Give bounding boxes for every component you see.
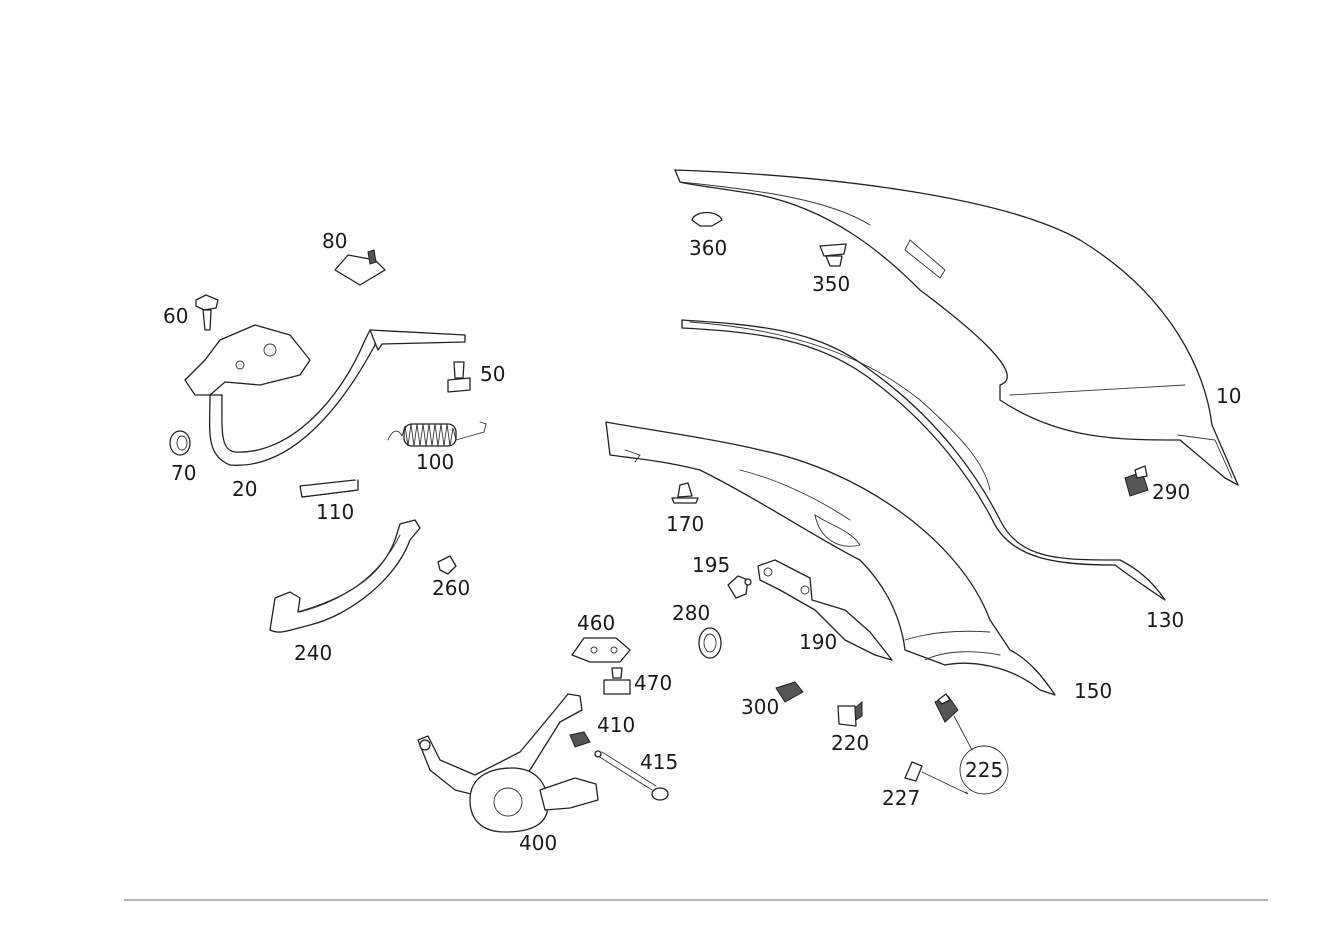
part-360-clip: [691, 211, 723, 227]
callout-195: 195: [692, 553, 730, 577]
part-80-bracket: [334, 249, 386, 286]
part-100-spring: [387, 421, 487, 447]
callout-60: 60: [163, 304, 188, 328]
part-150-inner-panel: [605, 421, 1056, 696]
callout-290: 290: [1152, 480, 1190, 504]
callout-70: 70: [171, 461, 196, 485]
part-400-drive-unit: [417, 693, 599, 833]
callout-350: 350: [812, 272, 850, 296]
part-220-connector: [837, 700, 863, 727]
part-280-grommet: [698, 627, 722, 659]
callout-360: 360: [689, 236, 727, 260]
part-190-reinforcement: [757, 559, 893, 661]
callout-220: 220: [831, 731, 869, 755]
callout-130: 130: [1146, 608, 1184, 632]
part-410-connector: [569, 731, 591, 748]
part-20-hinge: [184, 324, 466, 466]
callout-470: 470: [634, 671, 672, 695]
part-60-bolt: [195, 294, 219, 331]
part-10-lid-panel: [674, 169, 1239, 486]
callout-227: 227: [882, 786, 920, 810]
part-240-hinge-arm: [269, 519, 421, 633]
callout-150: 150: [1074, 679, 1112, 703]
callout-80: 80: [322, 229, 347, 253]
part-350-buffer: [819, 243, 847, 267]
callout-50: 50: [480, 362, 505, 386]
callout-225: 225: [965, 758, 1003, 782]
part-130-seal: [681, 319, 1166, 601]
part-110-pad: [299, 479, 359, 498]
part-50-bolt: [447, 361, 471, 393]
part-290-bracket: [1124, 465, 1149, 497]
part-460-plate: [571, 637, 631, 663]
callout-110: 110: [316, 500, 354, 524]
callout-190: 190: [799, 630, 837, 654]
part-225-sensor: [934, 693, 1009, 795]
callout-20: 20: [232, 477, 257, 501]
part-300-switch: [775, 681, 804, 703]
callout-460: 460: [577, 611, 615, 635]
callout-300: 300: [741, 695, 779, 719]
part-415-rod: [594, 750, 669, 801]
part-70-bushing: [169, 430, 191, 456]
callout-170: 170: [666, 512, 704, 536]
part-470-nut: [603, 667, 631, 695]
part-195-clip: [727, 575, 752, 599]
part-170-clip: [671, 482, 699, 504]
callout-410: 410: [597, 713, 635, 737]
callout-280: 280: [672, 601, 710, 625]
part-260-clip: [437, 555, 457, 575]
callout-260: 260: [432, 576, 470, 600]
callout-10: 10: [1216, 384, 1241, 408]
callout-240: 240: [294, 641, 332, 665]
callout-415: 415: [640, 750, 678, 774]
callout-100: 100: [416, 450, 454, 474]
part-227-plug: [904, 761, 969, 795]
callout-400: 400: [519, 831, 557, 855]
